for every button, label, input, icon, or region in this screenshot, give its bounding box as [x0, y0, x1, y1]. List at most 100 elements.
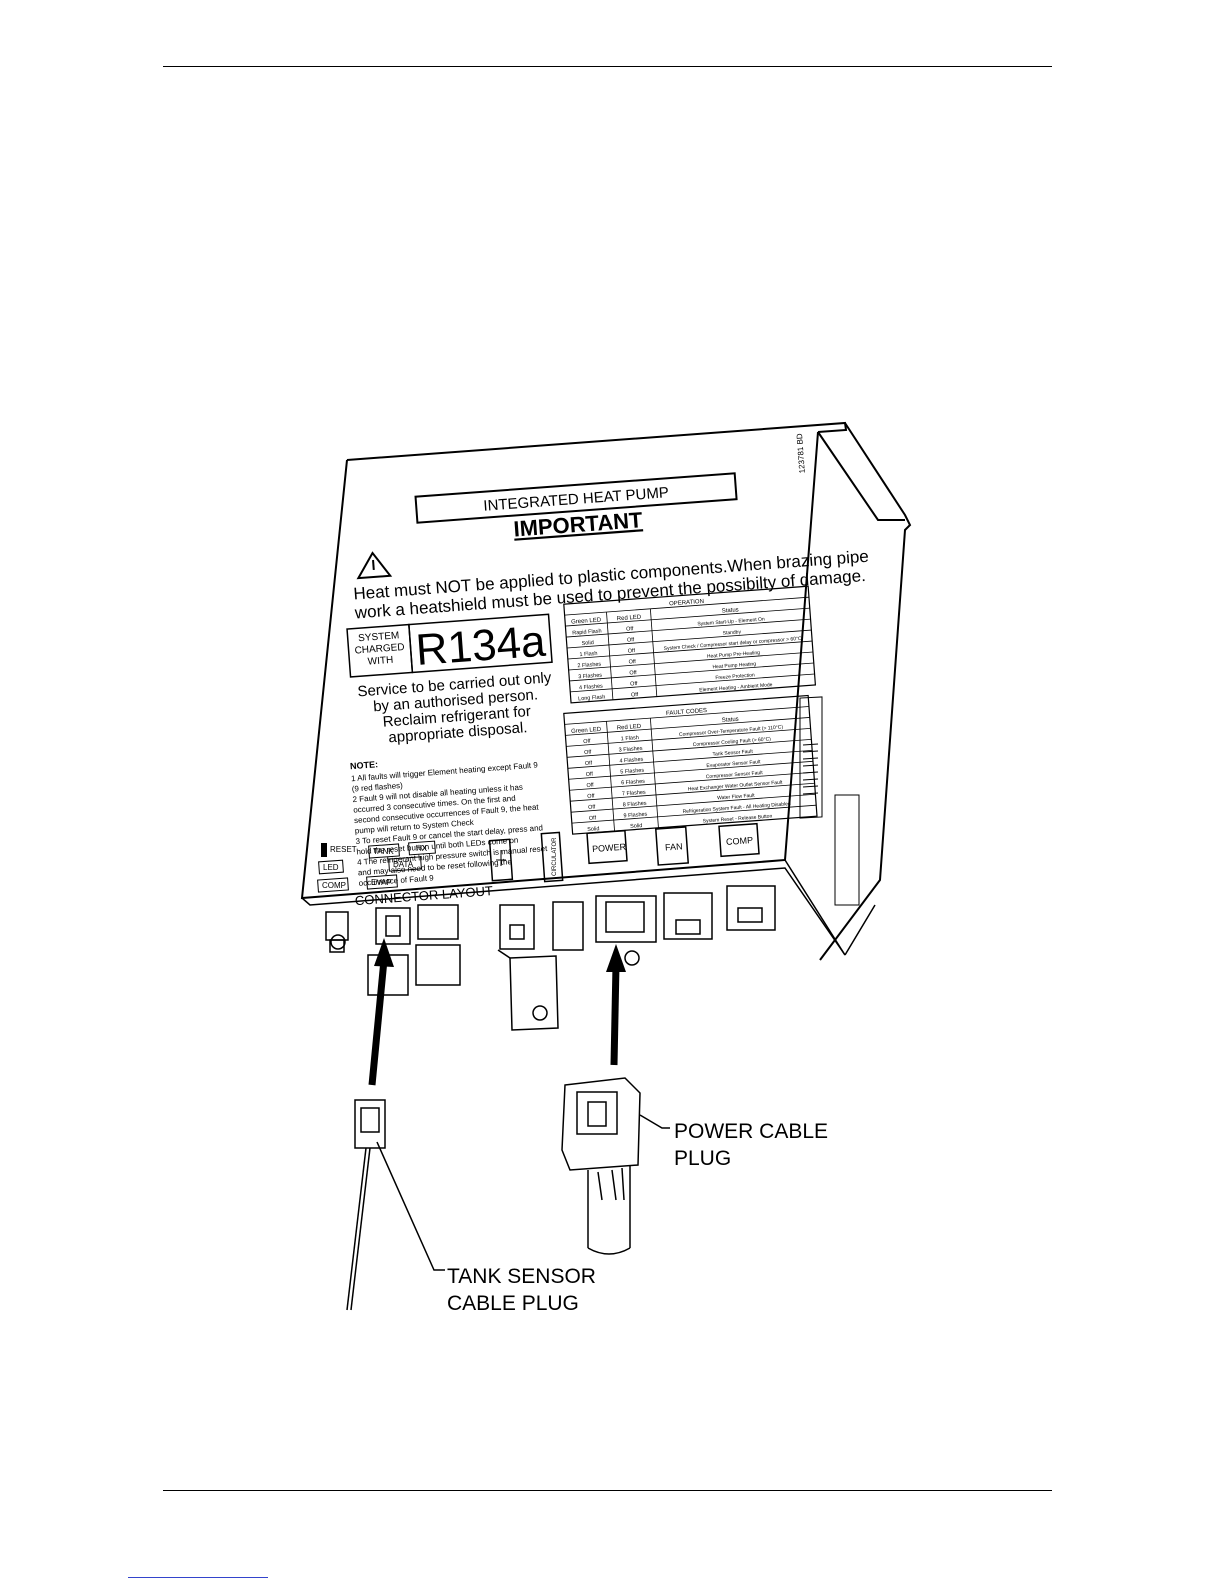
table-row-line	[566, 618, 811, 638]
table-cell: Off	[627, 637, 635, 644]
table-header-cell: Green LED	[571, 727, 602, 735]
evap-label: EVAP	[371, 878, 392, 887]
table-header-cell: Green LED	[571, 617, 602, 625]
table-row-line	[569, 662, 814, 682]
table-col-line	[649, 718, 659, 828]
table-col-line	[649, 608, 658, 697]
charged-line-2: CHARGED	[354, 642, 405, 657]
table-cell: Standby	[722, 629, 741, 636]
table-cell: Off	[585, 760, 593, 767]
table-cell: 2 Flashes	[577, 662, 601, 670]
table-header-cell: Status	[722, 607, 739, 614]
table-row-line	[567, 749, 813, 769]
table-cell: 1 Flash	[579, 651, 597, 658]
tank-plug-arrow	[368, 938, 394, 1086]
table-row-line	[569, 771, 814, 791]
table-frame	[563, 585, 817, 704]
title-box	[414, 472, 738, 524]
power-label: POWER	[592, 842, 627, 854]
side-vent-slots	[802, 743, 819, 795]
table-row-line	[568, 651, 814, 671]
table-cell: Long Flash	[578, 694, 606, 702]
table-cell: Off	[586, 771, 594, 778]
earth-symbol-icon	[496, 850, 506, 866]
comp-small-label: COMP	[322, 881, 346, 890]
circulator-label: CIRCULATOR	[552, 837, 558, 876]
table-row-line	[564, 706, 809, 725]
charged-line-3: WITH	[367, 655, 393, 668]
table-cell: System Reset - Release Button	[702, 813, 772, 824]
table-cell: Off	[586, 782, 594, 789]
table-row-line	[571, 793, 816, 813]
tank-sensor-plug	[346, 1099, 445, 1311]
table-cell: Water Flow Fault	[717, 793, 756, 802]
table-cell: System Start-Up - Element On	[697, 616, 765, 627]
table-cell: Off	[584, 749, 592, 756]
table-cell: Solid	[581, 640, 594, 647]
table-row-line	[565, 607, 810, 627]
table-cell: Off	[628, 659, 636, 666]
charged-line-1: SYSTEM	[358, 630, 400, 644]
table-cell: System Check / Compressor start delay or…	[663, 636, 802, 652]
table-header-cell: Status	[722, 717, 739, 724]
part-code: 123781 BD	[795, 433, 807, 474]
table-row-line	[570, 673, 815, 693]
tank-label: TANK	[373, 847, 394, 856]
table-cell: 9 Flashes	[623, 812, 647, 820]
table-cell: Compressor Sensor Fault	[706, 770, 764, 780]
reset-button[interactable]	[321, 843, 327, 857]
table-cell: 1 Flash	[621, 735, 639, 742]
power-cable-plug	[561, 1077, 670, 1255]
table-row-line	[570, 782, 815, 802]
table-cell: Compressor Cooling Fault (> 60°C)	[693, 736, 772, 748]
footer-link-underline	[128, 1577, 268, 1578]
table-cell: Element Heating - Ambient Mode	[699, 682, 773, 693]
refrigerant-name: R134a	[414, 617, 547, 675]
note-line: (9 red flashes)	[351, 781, 403, 794]
table-row-line	[566, 738, 812, 758]
main-connector-labels	[488, 822, 760, 883]
reset-label: RESET	[330, 845, 357, 854]
table-frame	[563, 694, 818, 835]
connector-legend: RESET LED COMP TANK HX DATA EVAP	[317, 840, 436, 893]
table-cell: 8 Flashes	[623, 801, 647, 809]
unit-body	[300, 421, 912, 961]
refrigerant-box	[408, 613, 553, 674]
header-rule	[163, 66, 1052, 67]
table-col-line	[606, 612, 614, 700]
comp-label: COMP	[726, 835, 754, 847]
led-label: LED	[323, 863, 339, 872]
data-label: DATA	[393, 860, 414, 869]
table-cell: Heat Pump Pre-Heating	[707, 650, 761, 660]
table-cell: Off	[587, 793, 595, 800]
table-row-line	[564, 596, 809, 616]
table-cell: 3 Flashes	[619, 746, 643, 754]
table-row-line	[565, 717, 810, 736]
table-cell: Off	[629, 670, 637, 677]
table-cell: Solid	[630, 823, 643, 830]
table-col-line	[606, 721, 615, 832]
table-cell: Tank Sensor Fault	[712, 749, 753, 758]
table-header-cell: Red LED	[617, 614, 642, 622]
table-cell: Off	[583, 739, 591, 746]
table-row-line	[566, 629, 812, 649]
power-cable-callout: POWER CABLE PLUG	[674, 1118, 828, 1172]
warning-triangle-icon	[356, 551, 393, 580]
label-important: IMPORTANT	[513, 507, 644, 541]
note-heading: NOTE:	[350, 759, 379, 771]
connector-housings	[325, 885, 776, 996]
table-cell: Off	[630, 681, 638, 688]
hx-label: HX	[416, 844, 428, 853]
table-cell: Off	[631, 692, 639, 699]
table-cell: 4 Flashes	[579, 683, 603, 691]
table-title: OPERATION	[669, 599, 704, 608]
table-cell: Rapid Flash	[572, 628, 602, 636]
mounting-bracket	[497, 949, 559, 1031]
tank-callout-line-1: TANK SENSOR	[447, 1265, 596, 1288]
table-cell: 4 Flashes	[619, 757, 643, 765]
table-cell: Evaporator Sensor Fault	[706, 759, 761, 769]
table-cell: Heat Exchanger Water Outlet Sensor Fault	[688, 780, 784, 793]
table-row-line	[566, 728, 811, 747]
